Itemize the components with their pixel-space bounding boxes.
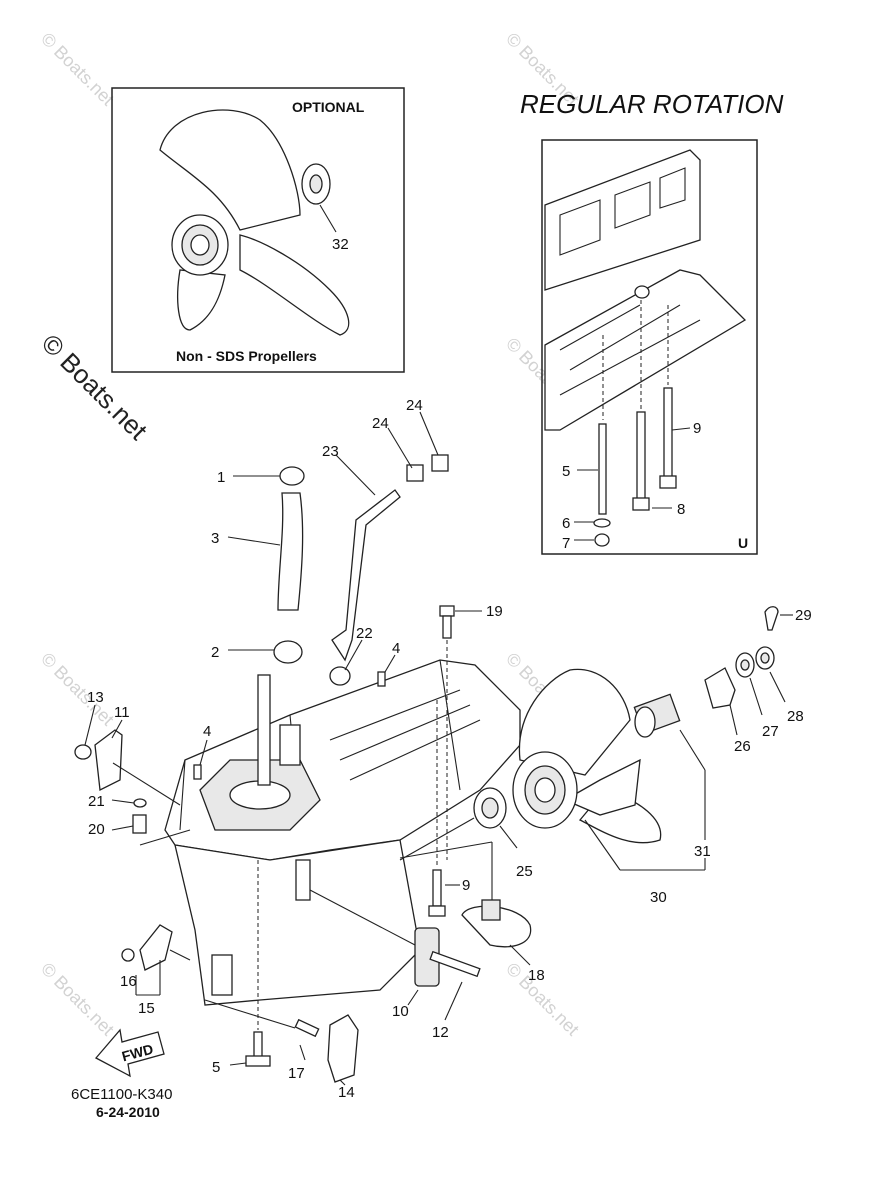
callout-17: 17 bbox=[288, 1065, 305, 1082]
callout-26: 26 bbox=[734, 738, 751, 755]
part-21 bbox=[133, 798, 147, 808]
regular-rotation-title: REGULAR ROTATION bbox=[520, 89, 784, 119]
fwd-arrow-icon: FWD bbox=[94, 1028, 165, 1078]
fwd-label: FWD bbox=[120, 1041, 155, 1065]
callout-24a: 24 bbox=[372, 415, 389, 432]
callout-27: 27 bbox=[762, 723, 779, 740]
callout-21: 21 bbox=[88, 793, 105, 810]
callout-29: 29 bbox=[795, 607, 812, 624]
part-code: 6CE1100-K340 bbox=[71, 1086, 172, 1103]
part-24b bbox=[431, 454, 449, 472]
part-20 bbox=[132, 814, 147, 834]
part-17 bbox=[294, 1018, 320, 1038]
callout-24b: 24 bbox=[406, 397, 423, 414]
part-1 bbox=[279, 466, 305, 486]
callout-12: 12 bbox=[432, 1024, 449, 1041]
part-12 bbox=[429, 950, 481, 978]
callout-25: 25 bbox=[516, 863, 533, 880]
callout-15: 15 bbox=[138, 1000, 155, 1017]
optional-caption: Non - SDS Propellers bbox=[176, 348, 317, 364]
callout-18: 18 bbox=[528, 967, 545, 984]
callout-4a: 4 bbox=[392, 640, 400, 657]
parts-upper bbox=[193, 411, 449, 780]
optional-frame bbox=[111, 87, 405, 373]
callout-19: 19 bbox=[486, 603, 503, 620]
inset-callout-6: 6 bbox=[562, 515, 570, 532]
inset-callout-9: 9 bbox=[693, 420, 701, 437]
optional-bushing-32 bbox=[301, 163, 337, 233]
inset-frame bbox=[541, 139, 758, 555]
callout-20: 20 bbox=[88, 821, 105, 838]
part-16 bbox=[121, 948, 135, 962]
callout-13: 13 bbox=[87, 689, 104, 706]
part-18 bbox=[461, 905, 532, 948]
part-3 bbox=[277, 492, 304, 611]
watermark-text: © Boats.net bbox=[37, 29, 118, 110]
callout-16: 16 bbox=[120, 973, 137, 990]
callout-labels: 1 2 3 4 4 9 10 11 12 13 14 15 16 17 18 1… bbox=[87, 397, 812, 1101]
inset-corner-mark: U bbox=[738, 535, 748, 551]
optional-heading: OPTIONAL bbox=[292, 99, 365, 115]
part-4a bbox=[377, 671, 386, 687]
optional-propeller bbox=[159, 109, 350, 336]
parts-lower-right bbox=[309, 787, 532, 1021]
callout-5: 5 bbox=[212, 1059, 220, 1076]
watermark-logo: © Boats.net bbox=[36, 328, 154, 446]
part-13 bbox=[74, 744, 92, 760]
inset-callout-7: 7 bbox=[562, 535, 570, 552]
part-19 bbox=[439, 605, 482, 860]
inset-callout-8: 8 bbox=[677, 501, 685, 518]
parts-lower-left bbox=[121, 860, 359, 1086]
optional-box: OPTIONAL Non - SDS Propellers 32 bbox=[111, 87, 405, 373]
part-14 bbox=[327, 1014, 359, 1083]
callout-9: 9 bbox=[462, 877, 470, 894]
part-26 bbox=[704, 667, 736, 709]
part-2 bbox=[273, 640, 303, 664]
callout-10: 10 bbox=[392, 1003, 409, 1020]
inset-callout-5: 5 bbox=[562, 463, 570, 480]
callout-11: 11 bbox=[114, 704, 130, 721]
watermark-text: © Boats.net bbox=[37, 649, 118, 730]
part-22 bbox=[329, 666, 351, 686]
part-24a bbox=[406, 464, 424, 482]
callout-31: 31 bbox=[694, 843, 711, 860]
part-4b bbox=[193, 764, 202, 780]
parts-left bbox=[74, 704, 191, 846]
inset-box: 5 6 7 8 9 U bbox=[541, 139, 758, 555]
callout-32: 32 bbox=[332, 236, 349, 253]
part-5 bbox=[253, 1031, 263, 1059]
callout-28: 28 bbox=[787, 708, 804, 725]
part-23 bbox=[331, 489, 401, 662]
lower-casing bbox=[164, 659, 521, 1006]
diagram-date: 6-24-2010 bbox=[96, 1104, 160, 1120]
part-9 bbox=[428, 700, 460, 917]
callout-4b: 4 bbox=[203, 723, 211, 740]
part-15 bbox=[139, 924, 173, 971]
callout-14: 14 bbox=[338, 1084, 355, 1101]
watermark-text: © Boats.net bbox=[37, 959, 118, 1040]
callout-23: 23 bbox=[322, 443, 339, 460]
callout-1: 1 bbox=[217, 469, 225, 486]
callout-30: 30 bbox=[650, 889, 667, 906]
main-propeller bbox=[512, 606, 793, 871]
part-11 bbox=[94, 729, 123, 791]
callout-22: 22 bbox=[356, 625, 373, 642]
callout-3: 3 bbox=[211, 530, 219, 547]
callout-2: 2 bbox=[211, 644, 219, 661]
part-29 bbox=[764, 606, 779, 631]
